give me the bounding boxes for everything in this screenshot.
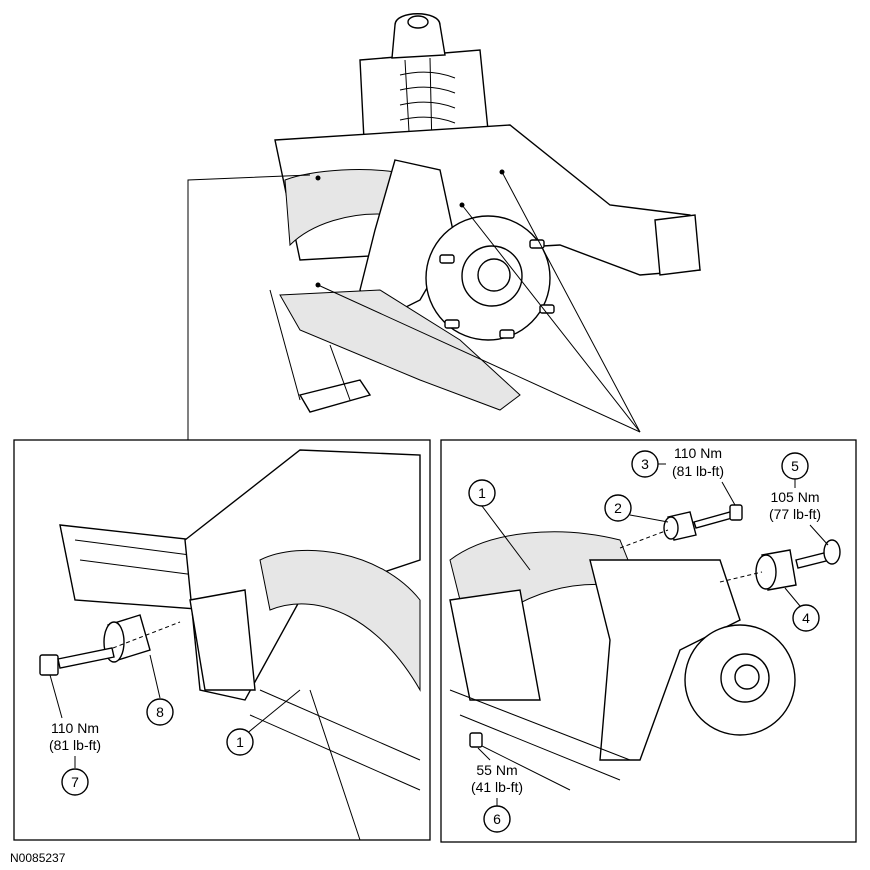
torque-7-lbft: (81 lb-ft) — [49, 737, 101, 753]
torque-5-nm: 105 Nm — [770, 489, 819, 505]
svg-text:1: 1 — [236, 734, 244, 750]
nut-6 — [469, 732, 483, 748]
callout-3: 3 110 Nm (81 lb-ft) — [631, 445, 736, 506]
callout-1-left: 1 — [226, 689, 301, 756]
callout-5: 5 105 Nm (77 lb-ft) — [769, 452, 829, 546]
svg-text:5: 5 — [791, 458, 799, 474]
bushing-2 — [663, 511, 697, 541]
top-suspension-assembly — [269, 13, 701, 413]
callout-4: 4 — [784, 587, 820, 632]
bolt-5 — [795, 539, 841, 569]
callout-1-right: 1 — [468, 479, 531, 571]
torque-3-lbft: (81 lb-ft) — [672, 463, 724, 479]
wheel-studs — [439, 239, 555, 339]
callout-2: 2 — [604, 494, 669, 523]
right-detail-panel — [440, 439, 857, 843]
callout-8: 8 — [146, 654, 174, 726]
torque-5-lbft: (77 lb-ft) — [769, 506, 821, 522]
torque-7-nm: 110 Nm — [51, 720, 99, 736]
bolt-3 — [693, 504, 743, 529]
leader-lines-top — [187, 169, 641, 440]
callout-7: 110 Nm (81 lb-ft) 7 — [49, 674, 101, 796]
torque-6-lbft: (41 lb-ft) — [471, 779, 523, 795]
svg-text:7: 7 — [71, 774, 79, 790]
svg-text:8: 8 — [156, 704, 164, 720]
figure-reference: N0085237 — [10, 851, 66, 865]
svg-text:4: 4 — [802, 610, 810, 626]
svg-text:2: 2 — [614, 500, 622, 516]
svg-text:3: 3 — [641, 456, 649, 472]
torque-6-nm: 55 Nm — [476, 762, 517, 778]
left-detail-panel — [13, 439, 431, 841]
svg-text:6: 6 — [493, 811, 501, 827]
bolt-7 — [39, 647, 115, 676]
torque-3-nm: 110 Nm — [674, 445, 722, 461]
callout-6: 55 Nm (41 lb-ft) 6 — [471, 747, 523, 833]
bushing-4 — [755, 549, 797, 591]
svg-text:1: 1 — [478, 485, 486, 501]
